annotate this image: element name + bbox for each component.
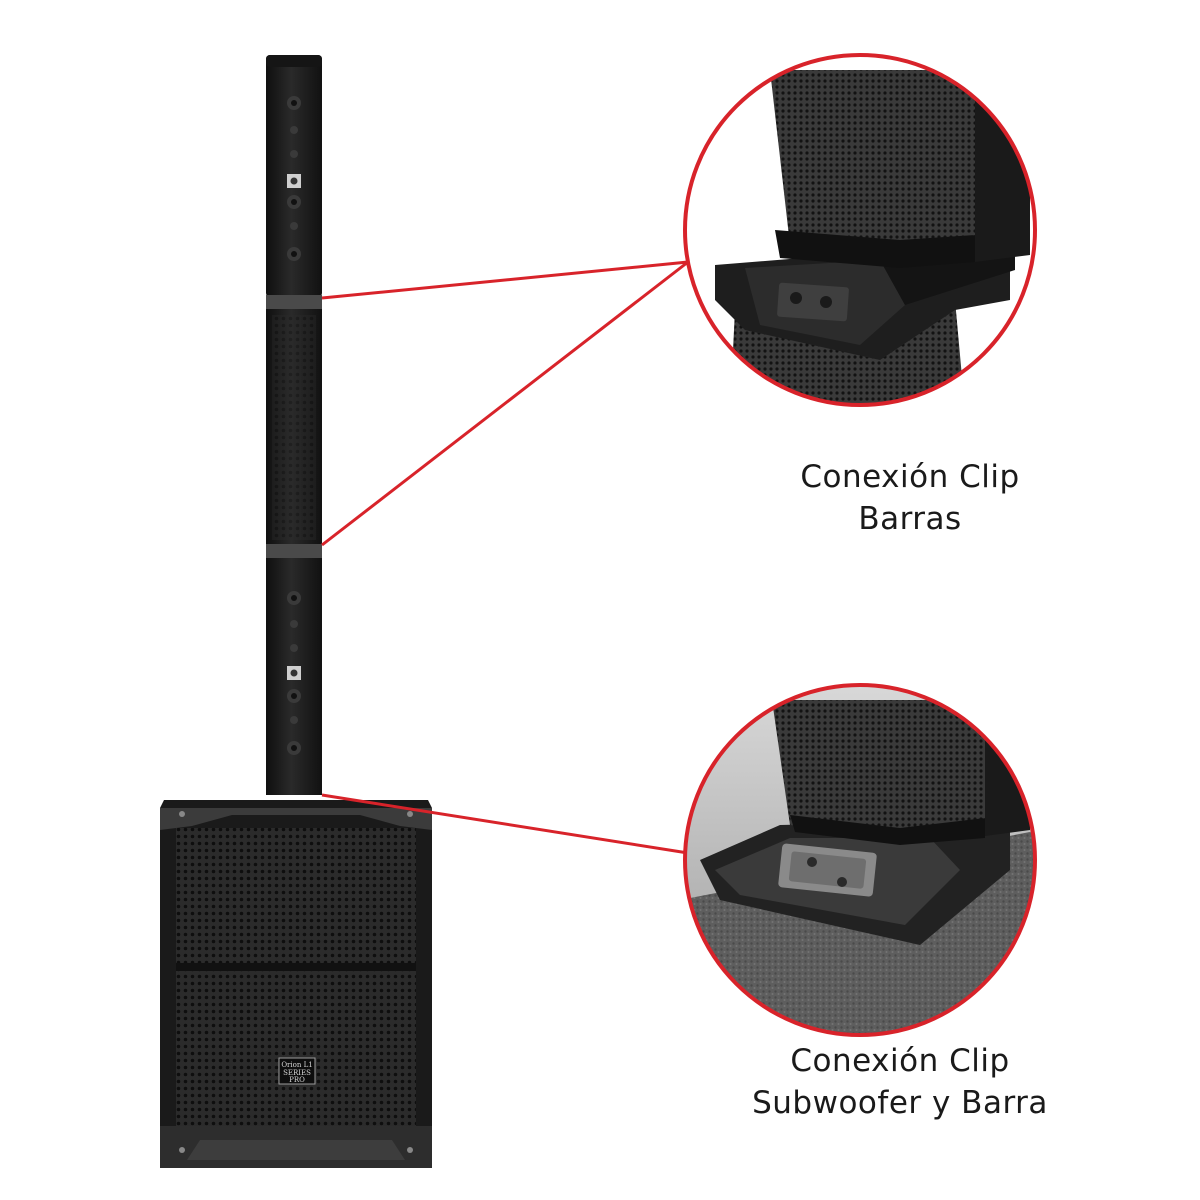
caption-bar-clip-line1: Conexión Clip: [800, 459, 1020, 495]
lower-clip-joint: [266, 544, 322, 558]
badge-brand: Orion L1: [281, 1061, 312, 1069]
upper-array-bar: [266, 55, 322, 297]
zoom-circle-bar-clip: [683, 53, 1037, 407]
zoom-circle-sub-clip: [683, 683, 1037, 1037]
callout-line-lower-joint: [321, 260, 689, 547]
callout-line-upper-joint: [321, 260, 689, 300]
caption-sub-clip-line1: Conexión Clip: [790, 1043, 1010, 1079]
caption-sub-clip-line2: Subwoofer y Barra: [752, 1085, 1048, 1121]
callout-lines: [321, 260, 689, 855]
middle-extension-bar: [266, 309, 322, 546]
badge-series: SERIES: [283, 1069, 311, 1077]
badge-pro: PRO: [289, 1076, 305, 1084]
caption-sub-clip: Conexión Clip Subwoofer y Barra: [690, 1040, 1110, 1124]
caption-bar-clip-line2: Barras: [858, 501, 962, 537]
column-speaker: [266, 55, 322, 795]
upper-clip-joint: [266, 295, 322, 309]
caption-bar-clip: Conexión Clip Barras: [700, 456, 1120, 540]
brand-badge: Orion L1 SERIES PRO: [278, 1057, 316, 1085]
subwoofer: Orion L1 SERIES PRO: [160, 800, 432, 1168]
callout-line-sub-joint: [321, 793, 689, 855]
lower-array-bar: [266, 558, 322, 795]
